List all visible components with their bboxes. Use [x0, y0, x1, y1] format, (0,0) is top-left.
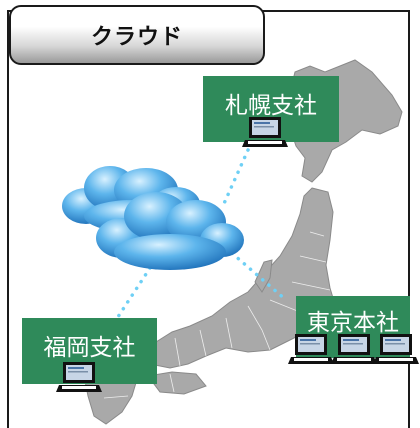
office-label: 札幌支社	[225, 93, 317, 119]
cloud-front	[96, 192, 244, 270]
connection-lines	[110, 148, 288, 328]
shikoku-island	[147, 371, 207, 395]
office-label: 福岡支社	[43, 335, 136, 361]
laptop-icon	[56, 362, 102, 392]
link-sapporo	[220, 148, 250, 210]
laptop-icon	[242, 117, 288, 147]
noto-peninsula	[254, 259, 273, 293]
laptop-icon	[288, 334, 334, 364]
cloud-title-tab: クラウド	[9, 5, 265, 65]
cloud-icon	[62, 166, 244, 270]
link-fukuoka	[110, 266, 152, 328]
link-tokyo	[224, 246, 288, 302]
title-text: クラウド	[90, 25, 183, 50]
office-label: 東京本社	[307, 310, 399, 336]
laptop-icon	[373, 334, 419, 364]
laptop-icon	[331, 334, 377, 364]
